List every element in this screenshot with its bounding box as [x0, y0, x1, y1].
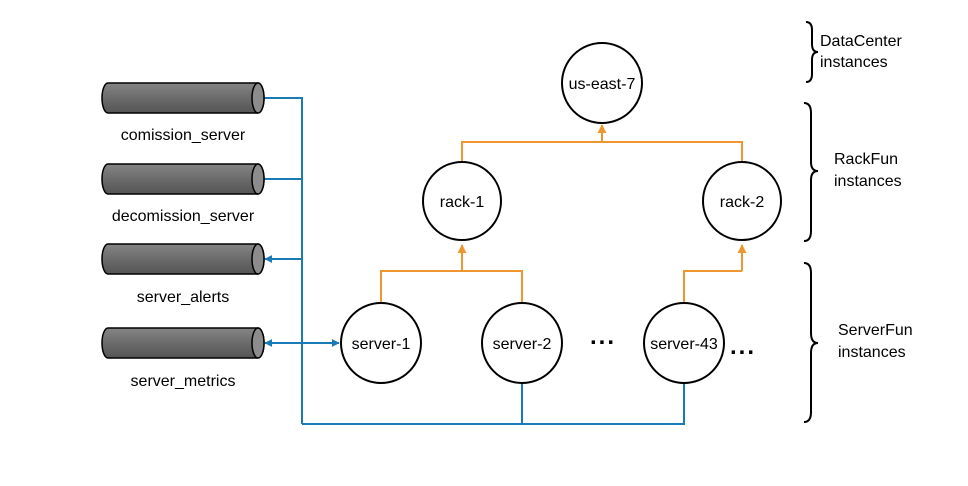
topic-label: comission_server [121, 127, 246, 144]
node-label: server-43 [650, 336, 718, 353]
group-label-line2: instances [834, 173, 902, 190]
node-rack-1: rack-1 [422, 161, 502, 241]
topic-decomission: decomission_server [101, 163, 265, 225]
group-label-line2: instances [838, 344, 906, 361]
node-label: server-2 [493, 336, 552, 353]
cylinder-icon [101, 163, 265, 195]
node-label: us-east-7 [569, 76, 636, 93]
topic-label: decomission_server [112, 208, 255, 225]
group-label-line1: ServerFun [838, 322, 913, 339]
rack1-up-link [461, 141, 743, 161]
group-datacenter: DataCenter instances [805, 21, 902, 83]
node-datacenter: us-east-7 [561, 42, 643, 124]
cylinder-end [251, 163, 265, 195]
server43-rack2-link [683, 270, 742, 303]
brace-icon [805, 21, 819, 83]
cylinder-icon [101, 327, 265, 359]
node-circle [340, 302, 422, 384]
node-label: rack-1 [440, 194, 485, 211]
node-server-1: server-1 [340, 302, 422, 384]
node-rack-2: rack-2 [702, 161, 782, 241]
brace-icon [803, 262, 819, 423]
topic-alerts: server_alerts [101, 243, 265, 306]
node-circle [702, 161, 782, 241]
group-label-line2: instances [820, 54, 888, 71]
cylinder-icon [101, 243, 265, 275]
cylinder-end [251, 327, 265, 359]
cylinder-end [251, 82, 265, 114]
brace-icon [803, 102, 819, 242]
blue-connections [263, 97, 685, 425]
group-label-line1: RackFun [834, 151, 898, 168]
topic-comission: comission_server [101, 82, 265, 144]
topic-metrics: server_metrics [101, 327, 265, 390]
group-rackfun: RackFun instances [803, 102, 902, 242]
node-circle [422, 161, 502, 241]
node-label: server-1 [352, 336, 411, 353]
ellipsis-after-servers: ... [730, 333, 756, 360]
group-label-line1: DataCenter [820, 33, 902, 50]
topic-label: server_alerts [137, 289, 229, 306]
group-serverfun: ServerFun instances [803, 262, 913, 423]
orange-hierarchy [380, 124, 747, 303]
node-circle [561, 42, 643, 124]
node-circle [643, 302, 725, 384]
ellipsis-between-servers: ... [590, 323, 616, 350]
topic-label: server_metrics [131, 373, 236, 390]
servers-rack1-link [380, 270, 523, 303]
node-circle [481, 302, 563, 384]
bottom-bus [302, 383, 685, 425]
node-server-2: server-2 [481, 302, 563, 384]
cylinder-end [251, 243, 265, 275]
cylinder-icon [101, 82, 265, 114]
node-server-43: server-43 [643, 302, 725, 384]
node-label: rack-2 [720, 194, 765, 211]
comission-link [263, 97, 303, 424]
